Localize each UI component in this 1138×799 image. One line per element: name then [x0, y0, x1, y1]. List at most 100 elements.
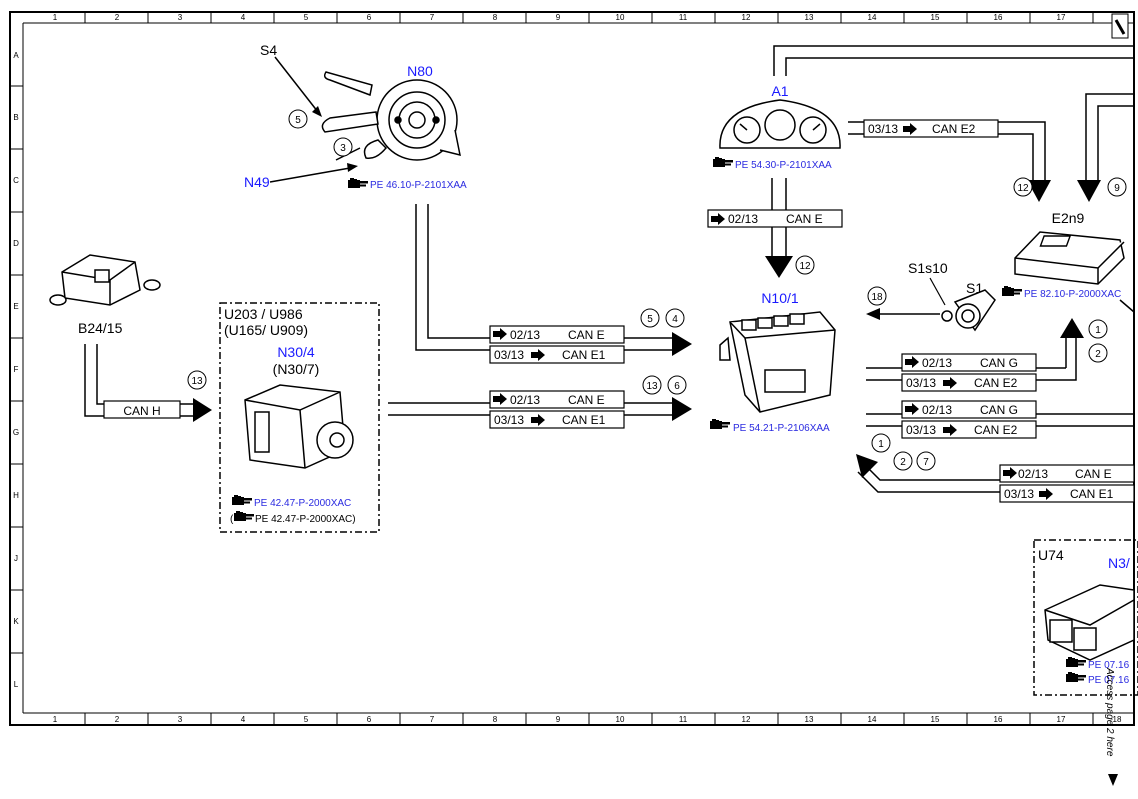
e2n9-module-icon: [1014, 231, 1125, 285]
col-label: 13: [805, 715, 814, 724]
col-label: 14: [868, 715, 877, 724]
callout-13b: 13: [187, 370, 207, 390]
bus-date: 02/13: [728, 212, 758, 226]
row-label: C: [13, 176, 19, 185]
s1-ignition-switch-icon: [941, 289, 996, 332]
ref-hand-icon: [1066, 657, 1086, 667]
svg-text:13: 13: [191, 376, 203, 387]
bus-label-box: [901, 373, 1037, 392]
paren: (: [230, 514, 234, 525]
row-label: G: [13, 428, 19, 437]
row-label: L: [14, 680, 19, 689]
u74-group-box: [1033, 539, 1138, 696]
e2n9-ref-link[interactable]: PE 82.10-P-2000XAC: [1024, 289, 1121, 300]
svg-text:2: 2: [1095, 349, 1101, 360]
bus-label-box: [901, 400, 1037, 419]
bus-name: CAN E2: [974, 423, 1018, 437]
bus-label-box: [999, 484, 1135, 503]
bus-name: CAN E: [568, 328, 605, 342]
row-label: F: [14, 365, 19, 374]
bus-date: 03/13: [494, 413, 524, 427]
ref-hand-icon: [232, 495, 252, 505]
col-label: 9: [556, 13, 561, 22]
col-label: 1: [53, 13, 58, 22]
col-label: 6: [367, 715, 372, 724]
svg-text:1: 1: [878, 439, 884, 450]
col-label: 2: [115, 715, 120, 724]
n3-ref-link-1[interactable]: PE 07.16: [1088, 660, 1130, 671]
col-label: 8: [493, 715, 498, 724]
col-label: 10: [616, 715, 625, 724]
bus-name: CAN H: [123, 404, 160, 418]
svg-text:5: 5: [647, 314, 653, 325]
ref-hand-icon: [234, 511, 254, 521]
col-label: 3: [178, 13, 183, 22]
bus-name: CAN G: [980, 403, 1018, 417]
svg-text:12: 12: [1017, 183, 1029, 194]
n80-ref-link[interactable]: PE 46.10-P-2101XAA: [370, 180, 467, 191]
bus-label-box: [489, 345, 625, 364]
col-label: 7: [430, 715, 435, 724]
arrow-down-icon: [1077, 180, 1101, 202]
u74-label: U74: [1038, 547, 1064, 563]
s4-label: S4: [260, 42, 277, 58]
n80-label: N80: [407, 63, 433, 79]
callout-2: 2: [1088, 343, 1108, 363]
row-label: B: [13, 113, 18, 122]
col-label: 12: [742, 13, 751, 22]
row-label: K: [13, 617, 19, 626]
bus-name: CAN E2: [974, 376, 1018, 390]
e2n9-label: E2n9: [1052, 210, 1085, 226]
callout-18: 18: [867, 286, 887, 306]
s1s10-label: S1s10: [908, 260, 948, 276]
bus-label-box: [901, 420, 1037, 439]
n304-ref-link[interactable]: PE 42.47-P-2000XAC: [254, 498, 351, 509]
col-label: 14: [868, 13, 877, 22]
b2415-label: B24/15: [78, 320, 123, 336]
bus-date: 03/13: [1004, 487, 1034, 501]
a1-label: A1: [771, 83, 788, 99]
col-label: 9: [556, 715, 561, 724]
col-label: 2: [115, 13, 120, 22]
callout-1b: 1: [871, 433, 891, 453]
n3-engine-ecu-icon: [1044, 584, 1135, 661]
col-label: 15: [931, 715, 940, 724]
col-label: 1: [53, 715, 58, 724]
col-label: 18: [1113, 715, 1122, 724]
callout-5b: 5: [640, 308, 660, 328]
callout-12b: 12: [795, 255, 815, 275]
bus-label-box: [489, 325, 625, 344]
bus-label-box: [489, 390, 625, 409]
col-label: 6: [367, 13, 372, 22]
n307-ref-link[interactable]: PE 42.47-P-2000XAC): [255, 514, 356, 525]
arrow-down-icon: [1027, 180, 1051, 202]
a1-ref-link[interactable]: PE 54.30-P-2101XAA: [735, 160, 832, 171]
col-label: 11: [679, 715, 688, 724]
callout-9: 9: [1107, 177, 1127, 197]
callout-13: 13: [642, 375, 662, 395]
col-label: 12: [742, 715, 751, 724]
u165-label: (U165/ U909): [224, 322, 308, 338]
svg-text:1: 1: [1095, 325, 1101, 336]
bus-name: CAN G: [980, 356, 1018, 370]
bus-date: 02/13: [922, 403, 952, 417]
page-continue-note[interactable]: Access page 2 here: [1104, 667, 1115, 757]
bus-name: CAN E: [1075, 467, 1112, 481]
col-label: 17: [1057, 715, 1066, 724]
arrow-left-icon: [866, 308, 880, 320]
bus-date: 02/13: [510, 393, 540, 407]
col-label: 10: [616, 13, 625, 22]
col-label: 4: [241, 715, 246, 724]
bus-name: CAN E1: [1070, 487, 1114, 501]
bus-date: 03/13: [494, 348, 524, 362]
bus-name: CAN E: [786, 212, 823, 226]
n3-ref-link-2[interactable]: PE 07.16: [1088, 675, 1130, 686]
svg-text:18: 18: [871, 292, 883, 303]
svg-text:5: 5: [295, 115, 301, 126]
svg-text:2: 2: [900, 457, 906, 468]
n101-ref-link[interactable]: PE 54.21-P-2106XAA: [733, 423, 830, 434]
n101-module-icon: [719, 311, 836, 413]
col-label: 5: [304, 13, 309, 22]
a1-instrument-cluster-icon: [719, 99, 841, 149]
arrow-down-icon: [765, 256, 793, 278]
